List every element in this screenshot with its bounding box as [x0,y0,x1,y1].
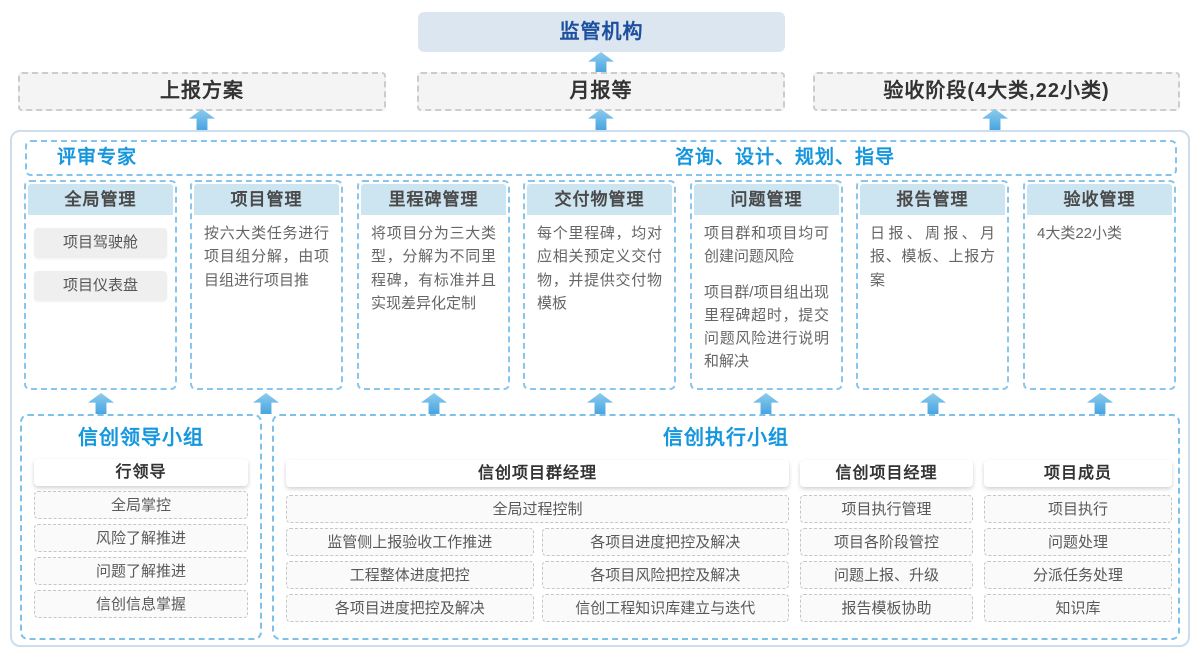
leadership-item: 风险了解推进 [34,524,248,552]
column-global-management: 全局管理 项目驾驶舱 项目仪表盘 [24,180,177,390]
program-manager-item: 监管侧上报验收工作推进 [286,528,534,556]
column-header-report-management: 报告管理 [860,184,1005,215]
leadership-group-title: 信创领导小组 [78,427,204,449]
up-arrow-to-report-plan [189,109,215,130]
program-manager-column: 信创项目群经理 全局过程控制 监管侧上报验收工作推进 各项目进度把控及解决 工程… [286,460,789,622]
role-project-members: 项目成员 [984,460,1172,487]
column-text-deliverable-management: 每个里程碑，均对应相关预定义交付物，并提供交付物模板 [537,225,662,312]
leadership-item: 信创信息掌握 [34,590,248,618]
up-arrow-to-regulator [588,52,614,73]
column-acceptance-management: 验收管理 4大类22小类 [1023,180,1176,390]
project-manager-item: 报告模板协助 [800,594,973,622]
project-manager-column: 信创项目经理 项目执行管理 项目各阶段管控 问题上报、升级 报告模板协助 [800,460,973,622]
leadership-group: 信创领导小组 行领导 全局掌控 风险了解推进 问题了解推进 信创信息掌握 [20,414,262,640]
project-manager-item: 项目执行管理 [800,495,973,523]
project-member-item: 知识库 [984,594,1172,622]
program-manager-item: 工程整体进度把控 [286,561,534,589]
execution-group-title: 信创执行小组 [663,427,789,449]
project-member-item: 项目执行 [984,495,1172,523]
column-issue-management: 问题管理 项目群和项目均可创建问题风险 项目群/项目组出现里程碑超时，提交问题风… [690,180,843,390]
up-arrow-to-monthly-report [588,109,614,130]
expert-guidance-bar: 评审专家 咨询、设计、规划、指导 [25,140,1177,176]
column-text-issue-management-2: 项目群/项目组出现里程碑超时，提交问题风险进行说明和解决 [704,283,829,371]
column-header-project-management: 项目管理 [194,184,339,215]
role-program-manager: 信创项目群经理 [286,460,789,487]
project-manager-item: 项目各阶段管控 [800,528,973,556]
regulator-box: 监管机构 [418,12,785,52]
channel-monthly-report: 月报等 [417,72,785,111]
column-text-report-management: 日报、周报、月报、模板、上报方案 [870,225,995,289]
leadership-item: 全局掌控 [34,491,248,519]
column-text-milestone-management: 将项目分为三大类型，分解为不同里程碑，有标准并且实现差异化定制 [371,225,496,312]
program-manager-item: 各项目进度把控及解决 [541,528,789,556]
program-manager-item: 全局过程控制 [286,495,789,523]
execution-group: 信创执行小组 信创项目群经理 全局过程控制 监管侧上报验收工作推进 各项目进度把… [272,414,1180,640]
column-header-global-management: 全局管理 [28,184,173,215]
project-member-item: 分派任务处理 [984,561,1172,589]
project-manager-item: 问题上报、升级 [800,561,973,589]
column-header-acceptance-management: 验收管理 [1027,184,1172,215]
review-experts-label: 评审专家 [57,147,138,168]
program-manager-item: 信创工程知识库建立与迭代 [541,594,789,622]
column-text-issue-management-1: 项目群和项目均可创建问题风险 [704,225,829,266]
column-text-project-management: 按六大类任务进行项目组分解，由项目组进行项目推 [204,225,329,289]
project-member-item: 问题处理 [984,528,1172,556]
channel-report-plan: 上报方案 [18,72,386,111]
role-project-manager: 信创项目经理 [800,460,973,487]
up-arrow-to-acceptance-phase [982,109,1008,130]
project-members-column: 项目成员 项目执行 问题处理 分派任务处理 知识库 [984,460,1172,622]
column-header-deliverable-management: 交付物管理 [527,184,672,215]
program-manager-item: 各项目风险把控及解决 [541,561,789,589]
column-deliverable-management: 交付物管理 每个里程碑，均对应相关预定义交付物，并提供交付物模板 [523,180,676,390]
chip-project-cockpit: 项目驾驶舱 [34,228,167,258]
role-bank-leadership: 行领导 [34,459,248,486]
channel-acceptance-phase: 验收阶段(4大类,22小类) [813,72,1180,111]
column-text-acceptance-management: 4大类22小类 [1037,225,1123,242]
column-header-issue-management: 问题管理 [694,184,839,215]
column-milestone-management: 里程碑管理 将项目分为三大类型，分解为不同里程碑，有标准并且实现差异化定制 [357,180,510,390]
guidance-label: 咨询、设计、规划、指导 [675,147,896,168]
program-manager-item: 各项目进度把控及解决 [286,594,534,622]
leadership-item: 问题了解推进 [34,557,248,585]
column-report-management: 报告管理 日报、周报、月报、模板、上报方案 [856,180,1009,390]
chip-project-dashboard: 项目仪表盘 [34,271,167,301]
column-project-management: 项目管理 按六大类任务进行项目组分解，由项目组进行项目推 [190,180,343,390]
column-header-milestone-management: 里程碑管理 [361,184,506,215]
